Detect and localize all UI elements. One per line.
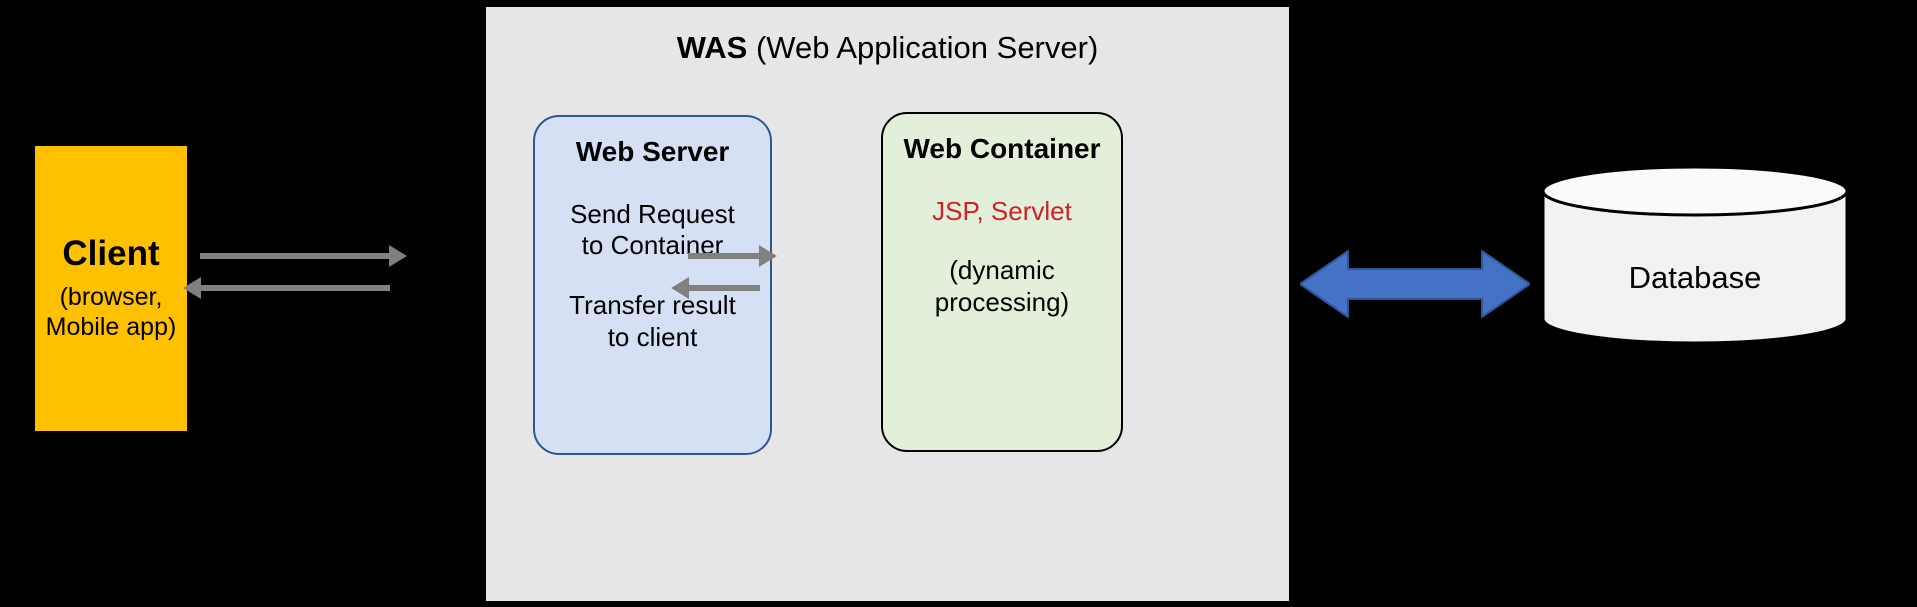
client-node: Client (browser, Mobile app) — [35, 146, 187, 431]
web-container-tech: JSP, Servlet — [932, 195, 1072, 226]
client-subtitle-line2: Mobile app) — [45, 312, 177, 341]
arrow-was-to-client — [183, 277, 390, 299]
client-title: Client — [62, 234, 160, 274]
arrow-web-container-to-web-server — [671, 277, 760, 299]
client-subtitle-line1: (browser, — [59, 282, 163, 311]
was-expansion: (Web Application Server) — [755, 30, 1099, 65]
arrowhead-right-icon — [389, 245, 407, 267]
web-container-title: Web Container — [903, 133, 1101, 164]
arrow-web-server-to-web-container — [688, 245, 777, 267]
arrow-client-to-was — [200, 245, 407, 267]
web-server-para2-line1: Transfer result — [569, 290, 736, 321]
arrowhead-right-icon — [759, 245, 777, 267]
arrowhead-left-icon — [183, 277, 201, 299]
web-server-para2-line2: to client — [607, 321, 698, 352]
web-container-para-line2: processing) — [934, 287, 1070, 318]
was-abbr: WAS — [676, 30, 748, 65]
was-panel: WAS (Web Application Server) Web Server … — [486, 7, 1289, 601]
was-title: WAS (Web Application Server) — [486, 29, 1289, 66]
arrow-was-to-database-bidirectional-icon — [1300, 250, 1530, 318]
database-label: Database — [1628, 260, 1762, 295]
database-cylinder-icon — [1541, 165, 1849, 345]
web-server-para1-line1: Send Request — [570, 198, 735, 229]
web-container-para-line1: (dynamic — [949, 255, 1055, 286]
arrowhead-left-icon — [671, 277, 689, 299]
web-server-title: Web Server — [575, 136, 730, 167]
web-container-node: Web Container JSP, Servlet (dynamic proc… — [881, 112, 1123, 452]
